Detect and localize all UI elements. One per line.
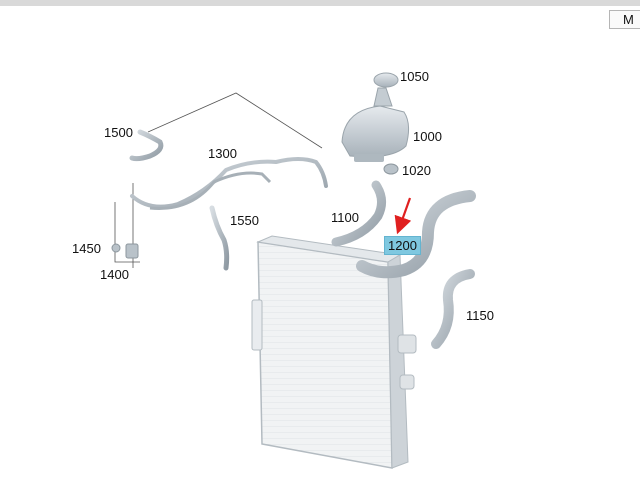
label-1450[interactable]: 1450 <box>72 241 101 256</box>
corner-button[interactable]: M <box>609 10 640 29</box>
hose-1550 <box>209 205 230 271</box>
label-1150[interactable]: 1150 <box>466 308 494 323</box>
label-1550[interactable]: 1550 <box>230 213 259 228</box>
label-1500[interactable]: 1500 <box>104 125 133 140</box>
hose-1150 <box>431 269 475 349</box>
indicator-arrow <box>394 197 412 235</box>
expansion-tank <box>341 87 410 162</box>
label-1000[interactable]: 1000 <box>413 129 442 144</box>
tank-bracket <box>383 163 399 175</box>
part-1400 <box>125 243 139 259</box>
hose-1100 <box>331 180 386 247</box>
label-1300[interactable]: 1300 <box>208 146 237 161</box>
label-1100[interactable]: 1100 <box>331 210 359 225</box>
label-1050[interactable]: 1050 <box>400 69 429 84</box>
pipe-1300 <box>130 157 328 209</box>
label-1200[interactable]: 1200 <box>384 236 421 255</box>
label-1400[interactable]: 1400 <box>100 267 129 282</box>
top-bar <box>0 0 640 6</box>
tank-cap <box>373 72 399 88</box>
hose-1500 <box>129 129 164 162</box>
part-1450 <box>111 243 121 253</box>
hose-1200 <box>356 190 476 279</box>
label-1020[interactable]: 1020 <box>402 163 431 178</box>
radiator <box>251 235 417 469</box>
